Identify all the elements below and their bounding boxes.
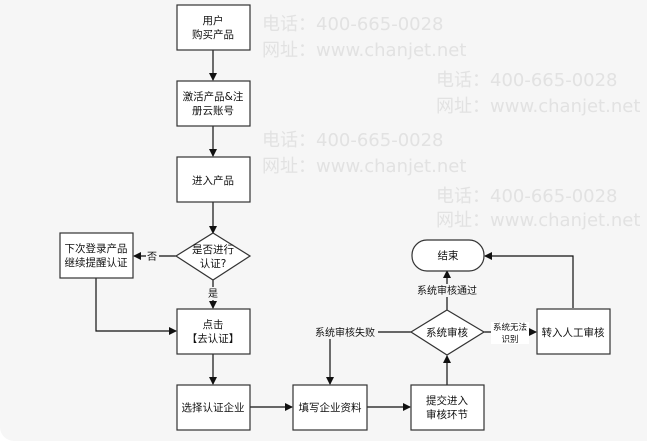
watermarks: 电话：400-665-0028 网址：www.chanjet.net 电话：40… bbox=[262, 14, 640, 231]
node-buy-line-1: 用户 bbox=[203, 14, 224, 27]
node-select-company-label: 选择认证企业 bbox=[182, 401, 245, 414]
node-remind: 下次登录产品 继续提醒认证 bbox=[59, 232, 134, 279]
node-submit-line-1: 提交进入 bbox=[426, 394, 468, 407]
node-activate-line-2: 册云账号 bbox=[192, 105, 234, 117]
label-unrecognized-line-2: 识别 bbox=[501, 335, 518, 345]
watermark-phone: 电话：400-665-0028 bbox=[436, 186, 618, 207]
label-unrecognized-line-1: 系统无法 bbox=[493, 322, 527, 333]
node-click-line-2: 【去认证】 bbox=[187, 332, 240, 345]
node-enter: 进入产品 bbox=[176, 156, 251, 203]
node-fill-info: 填写企业资料 bbox=[292, 384, 368, 431]
node-decision-line-1: 是否进行 bbox=[192, 243, 234, 256]
label-pass: 系统审核通过 bbox=[417, 284, 477, 297]
node-activate-line-1: 激活产品&注 bbox=[183, 90, 244, 103]
node-end: 结束 bbox=[411, 239, 485, 272]
node-enter-label: 进入产品 bbox=[192, 174, 234, 187]
node-system-review: 系统审核 bbox=[409, 309, 486, 356]
node-decision-certify: 是否进行 认证? bbox=[174, 232, 252, 281]
node-submit-line-2: 审核环节 bbox=[426, 408, 468, 421]
node-remind-line-1: 下次登录产品 bbox=[65, 242, 128, 255]
node-buy: 用户 购买产品 bbox=[176, 4, 251, 51]
node-end-label: 结束 bbox=[438, 249, 459, 262]
watermark-phone: 电话：400-665-0028 bbox=[262, 14, 444, 35]
watermark-phone: 电话：400-665-0028 bbox=[436, 70, 618, 91]
label-yes: 是 bbox=[208, 288, 218, 300]
watermark-site: 网址：www.chanjet.net bbox=[436, 96, 640, 117]
node-buy-line-2: 购买产品 bbox=[192, 28, 234, 41]
arrow-remind-to-click bbox=[95, 278, 177, 335]
node-remind-line-2: 继续提醒认证 bbox=[65, 256, 128, 269]
watermark-site: 网址：www.chanjet.net bbox=[436, 210, 640, 231]
label-fail: 系统审核失败 bbox=[315, 326, 375, 339]
node-manual-review: 转入人工审核 bbox=[536, 308, 611, 355]
node-click-certify: 点击 【去认证】 bbox=[176, 308, 251, 355]
node-system-review-label: 系统审核 bbox=[426, 326, 468, 339]
arrow-manual-to-end bbox=[484, 252, 574, 308]
node-activate: 激活产品&注 册云账号 bbox=[176, 80, 251, 127]
node-decision-line-2: 认证? bbox=[200, 257, 227, 270]
watermark-site: 网址：www.chanjet.net bbox=[262, 156, 466, 177]
watermark-phone: 电话：400-665-0028 bbox=[262, 130, 444, 151]
watermark-site: 网址：www.chanjet.net bbox=[262, 40, 466, 61]
label-no: 否 bbox=[147, 251, 157, 263]
node-select-company: 选择认证企业 bbox=[176, 384, 251, 431]
edge-labels: 否 是 系统审核通过 系统审核失败 系统无法 识别 bbox=[146, 250, 529, 345]
node-click-line-1: 点击 bbox=[203, 319, 224, 331]
node-submit: 提交进入 审核环节 bbox=[410, 384, 485, 431]
node-fill-info-label: 填写企业资料 bbox=[299, 401, 362, 414]
node-manual-review-label: 转入人工审核 bbox=[542, 326, 605, 339]
